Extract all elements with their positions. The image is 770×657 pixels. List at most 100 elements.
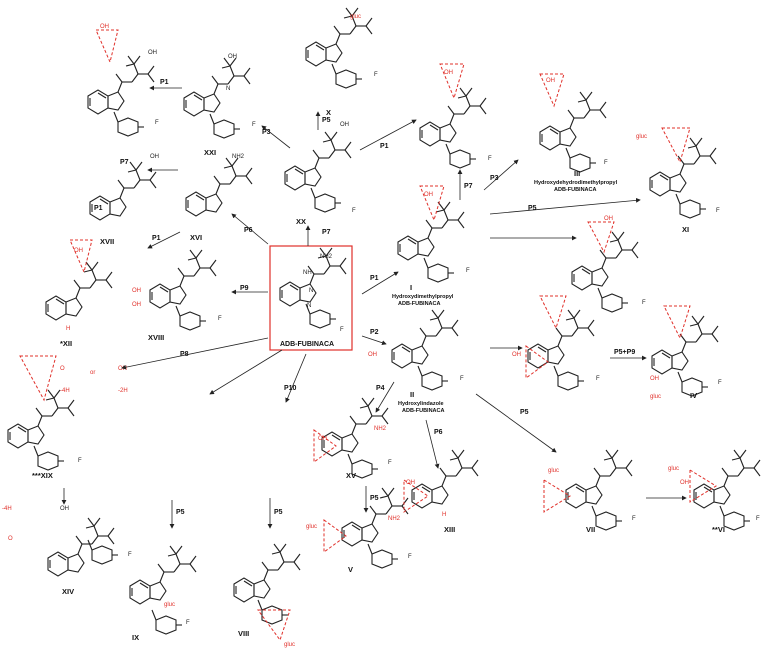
svg-text:OH: OH bbox=[340, 122, 349, 128]
svg-text:gluc: gluc bbox=[350, 14, 361, 20]
reaction-arrows bbox=[61, 85, 687, 529]
svg-text:F: F bbox=[374, 72, 378, 78]
svg-text:F: F bbox=[78, 458, 82, 464]
svg-text:P7: P7 bbox=[322, 229, 331, 236]
svg-text:P5: P5 bbox=[322, 117, 331, 124]
svg-text:XV: XV bbox=[346, 471, 356, 480]
compound-I: OH F I Hydroxydimethylpropyl ADB-FUBINAC… bbox=[392, 185, 470, 307]
svg-text:N: N bbox=[307, 303, 311, 309]
svg-text:F: F bbox=[596, 376, 600, 382]
compound-XV: OH NH2 F XV bbox=[313, 397, 392, 480]
compound-right-dihydroxy: OH F bbox=[512, 295, 600, 391]
svg-text:XI: XI bbox=[682, 225, 689, 234]
svg-text:X: X bbox=[326, 108, 331, 117]
svg-text:XXI: XXI bbox=[204, 148, 216, 157]
svg-text:OH: OH bbox=[60, 506, 69, 512]
svg-text:F: F bbox=[340, 327, 344, 333]
compound-IV: OH gluc F IV bbox=[650, 305, 722, 400]
svg-text:VIII: VIII bbox=[238, 629, 249, 638]
svg-text:ADB-FUBINACA: ADB-FUBINACA bbox=[554, 187, 596, 193]
svg-text:N: N bbox=[226, 86, 230, 92]
svg-text:Hydroxylindazole: Hydroxylindazole bbox=[398, 401, 444, 407]
compound-V: gluc NH2 F V bbox=[306, 487, 412, 574]
svg-text:***XIX: ***XIX bbox=[32, 471, 53, 480]
svg-text:O: O bbox=[8, 536, 13, 542]
svg-text:P5+P9: P5+P9 bbox=[614, 349, 635, 356]
svg-text:F: F bbox=[155, 120, 159, 126]
svg-text:P8: P8 bbox=[180, 351, 189, 358]
compound-XX: OH F XX bbox=[284, 122, 356, 226]
svg-text:P4: P4 bbox=[376, 385, 385, 392]
svg-text:*XII: *XII bbox=[60, 339, 72, 348]
svg-text:P6: P6 bbox=[434, 429, 443, 436]
svg-text:OH: OH bbox=[148, 50, 157, 56]
svg-text:P5: P5 bbox=[520, 409, 529, 416]
svg-text:F: F bbox=[252, 122, 256, 128]
svg-text:VII: VII bbox=[586, 525, 595, 534]
svg-text:P5: P5 bbox=[274, 509, 283, 516]
compound-upper-hydroxyl: OH F bbox=[419, 63, 492, 169]
compound-VI: gluc OH F **VI bbox=[668, 449, 761, 534]
svg-text:H: H bbox=[442, 512, 446, 518]
compound-XIV: -4H O OH F XIV bbox=[2, 506, 132, 596]
parent-label: ADB-FUBINACA bbox=[280, 341, 334, 348]
svg-text:P1: P1 bbox=[380, 143, 389, 150]
svg-text:gluc: gluc bbox=[668, 466, 679, 472]
svg-text:OH: OH bbox=[132, 302, 141, 308]
compound-top-left: OH OH F bbox=[87, 24, 159, 137]
svg-text:OH: OH bbox=[406, 480, 415, 486]
compound-XVI: NH2 XVI bbox=[185, 154, 253, 242]
svg-text:gluc: gluc bbox=[164, 602, 175, 608]
compound-X: gluc F X bbox=[305, 7, 378, 117]
svg-text:P1: P1 bbox=[94, 205, 103, 212]
svg-text:II: II bbox=[410, 390, 414, 399]
svg-text:F: F bbox=[716, 208, 720, 214]
svg-text:P1: P1 bbox=[160, 79, 169, 86]
svg-text:III: III bbox=[574, 169, 580, 178]
svg-text:P7: P7 bbox=[120, 159, 129, 166]
svg-text:F: F bbox=[756, 516, 760, 522]
svg-text:F: F bbox=[488, 156, 492, 162]
svg-text:OH: OH bbox=[512, 352, 521, 358]
svg-text:XIII: XIII bbox=[444, 525, 455, 534]
svg-text:gluc: gluc bbox=[284, 642, 295, 648]
svg-text:XX: XX bbox=[296, 217, 306, 226]
compound-VIII: gluc VIII bbox=[233, 543, 301, 648]
svg-text:P6: P6 bbox=[244, 227, 253, 234]
svg-text:P10: P10 bbox=[284, 385, 297, 392]
svg-text:ADB-FUBINACA: ADB-FUBINACA bbox=[402, 408, 444, 414]
svg-text:F: F bbox=[460, 376, 464, 382]
compound-mid-right: OH F bbox=[571, 216, 646, 313]
svg-text:IX: IX bbox=[132, 633, 139, 642]
svg-text:NH2: NH2 bbox=[374, 426, 387, 432]
svg-text:-4H: -4H bbox=[60, 388, 70, 394]
svg-text:NH: NH bbox=[303, 270, 312, 276]
svg-text:OH: OH bbox=[150, 154, 159, 160]
svg-text:P1: P1 bbox=[370, 275, 379, 282]
svg-text:IV: IV bbox=[690, 391, 697, 400]
svg-text:F: F bbox=[718, 380, 722, 386]
compound-XVII: OH XVII bbox=[89, 154, 159, 246]
svg-text:P1: P1 bbox=[152, 235, 161, 242]
svg-text:gluc: gluc bbox=[548, 468, 559, 474]
svg-text:OH: OH bbox=[546, 78, 555, 84]
svg-text:Hydroxydehydrodimethylpropyl: Hydroxydehydrodimethylpropyl bbox=[534, 180, 618, 186]
svg-text:F: F bbox=[128, 552, 132, 558]
compound-XII: OH H *XII bbox=[45, 239, 113, 348]
svg-text:F: F bbox=[186, 620, 190, 626]
svg-text:P3: P3 bbox=[490, 175, 499, 182]
svg-text:NH2: NH2 bbox=[232, 154, 245, 160]
svg-text:Hydroxydimethylpropyl: Hydroxydimethylpropyl bbox=[392, 294, 454, 300]
svg-text:P2: P2 bbox=[370, 329, 379, 336]
svg-text:XIV: XIV bbox=[62, 587, 74, 596]
svg-text:XVI: XVI bbox=[190, 233, 202, 242]
svg-text:OH: OH bbox=[650, 376, 659, 382]
svg-text:F: F bbox=[352, 208, 356, 214]
svg-text:H: H bbox=[66, 326, 70, 332]
svg-text:F: F bbox=[604, 160, 608, 166]
svg-text:OH: OH bbox=[228, 54, 237, 60]
svg-text:OH: OH bbox=[444, 70, 453, 76]
svg-text:P7: P7 bbox=[464, 183, 473, 190]
svg-text:or: or bbox=[90, 370, 95, 376]
svg-text:NH2: NH2 bbox=[388, 516, 401, 522]
